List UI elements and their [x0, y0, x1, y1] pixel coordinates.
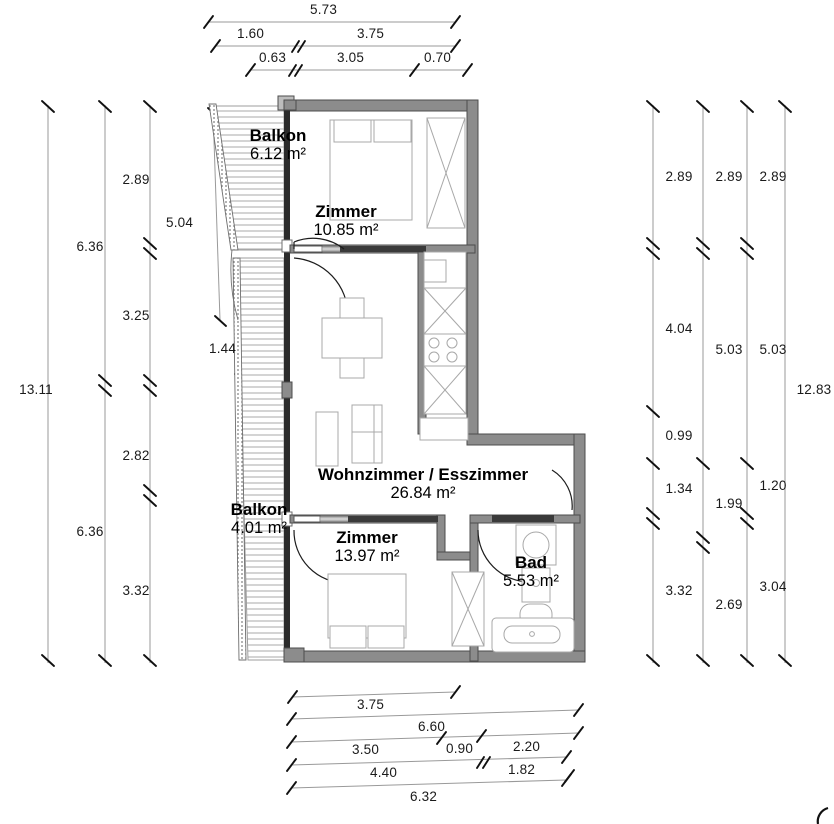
room-area: 5.53 m² [503, 572, 559, 591]
room-area: 6.12 m² [250, 145, 306, 164]
dim-left-6-36-lower: 6.36 [76, 524, 104, 539]
room-name: Balkon [230, 500, 288, 519]
dimension-ticks-right [646, 100, 792, 667]
dim-left-2-89: 2.89 [122, 172, 150, 187]
dim-top-1-60: 1.60 [237, 26, 265, 41]
dim-right-0-99: 0.99 [665, 428, 693, 443]
balcony-upper [208, 103, 285, 251]
dim-top-5-73: 5.73 [310, 2, 338, 17]
room-label-bad: Bad 5.53 m² [438, 553, 624, 591]
dim-right-5-03-b: 5.03 [759, 342, 787, 357]
dim-right-3-04: 3.04 [759, 579, 787, 594]
dim-right-3-32: 3.32 [665, 583, 693, 598]
dim-bottom-1-82: 1.82 [508, 762, 536, 777]
dim-left-6-36-upper: 6.36 [76, 239, 104, 254]
dim-bottom-3-50: 3.50 [352, 742, 380, 757]
dim-left-3-32: 3.32 [122, 583, 150, 598]
dim-top-0-70: 0.70 [424, 50, 452, 65]
dim-right-5-03-a: 5.03 [715, 342, 743, 357]
dim-right-2-89-c: 2.89 [759, 169, 787, 184]
dim-right-2-69: 2.69 [715, 597, 743, 612]
room-label-zimmer-upper: Zimmer 10.85 m² [253, 202, 439, 240]
diagonal-leader-lines [212, 109, 221, 321]
room-area: 13.97 m² [334, 547, 400, 566]
dim-right-12-83: 12.83 [796, 382, 832, 397]
balcony-lower [230, 249, 285, 661]
dim-right-2-89-b: 2.89 [715, 169, 743, 184]
dim-left-13-11: 13.11 [19, 382, 53, 397]
dim-right-2-89-a: 2.89 [665, 169, 693, 184]
room-label-wohnzimmer: Wohnzimmer / Esszimmer 26.84 m² [283, 465, 563, 503]
dim-right-1-20: 1.20 [759, 478, 787, 493]
corner-arc-mark [816, 806, 829, 824]
room-name: Zimmer [315, 202, 377, 221]
dim-right-1-99: 1.99 [715, 496, 743, 511]
room-area: 26.84 m² [390, 484, 456, 503]
room-label-balkon-lower: Balkon 4.01 m² [166, 500, 352, 538]
room-name: Bad [514, 553, 548, 572]
room-label-zimmer-lower: Zimmer 13.97 m² [274, 528, 460, 566]
room-name: Zimmer [336, 528, 398, 547]
dimension-lines-top [208, 21, 467, 71]
corner-post-bottom-left [283, 647, 305, 663]
dim-bottom-4-40: 4.40 [370, 765, 398, 780]
dim-diagonal-1-44: 1.44 [209, 341, 237, 356]
dim-top-3-05: 3.05 [337, 50, 365, 65]
room-name: Wohnzimmer / Esszimmer [317, 465, 529, 484]
room-area: 4.01 m² [231, 519, 287, 538]
dim-bottom-0-90: 0.90 [446, 741, 474, 756]
wall-openings-left [281, 239, 293, 527]
dim-bottom-6-32: 6.32 [410, 789, 438, 804]
dim-diagonal-5-04: 5.04 [166, 215, 194, 230]
dim-left-2-82: 2.82 [122, 448, 150, 463]
dim-right-1-34: 1.34 [665, 481, 693, 496]
dim-bottom-2-20: 2.20 [513, 739, 541, 754]
dim-bottom-3-75: 3.75 [357, 697, 385, 712]
dimension-lines-left [47, 105, 151, 663]
dimension-ticks-bottom [286, 685, 584, 795]
dimension-ticks-top [203, 15, 473, 77]
furniture [315, 117, 575, 653]
dim-top-3-75: 3.75 [357, 26, 385, 41]
dimension-lines-right [652, 105, 786, 663]
room-name: Balkon [249, 126, 307, 145]
dim-bottom-6-60: 6.60 [418, 719, 446, 734]
dim-right-4-04: 4.04 [665, 321, 693, 336]
corner-post-top-left [277, 95, 297, 111]
room-label-balkon-upper: Balkon 6.12 m² [185, 126, 371, 164]
dimension-ticks-left [41, 100, 157, 667]
dimension-lines-bottom [290, 691, 579, 789]
dim-left-3-25: 3.25 [122, 308, 150, 323]
room-area: 10.85 m² [313, 221, 379, 240]
dim-top-0-63: 0.63 [259, 50, 287, 65]
